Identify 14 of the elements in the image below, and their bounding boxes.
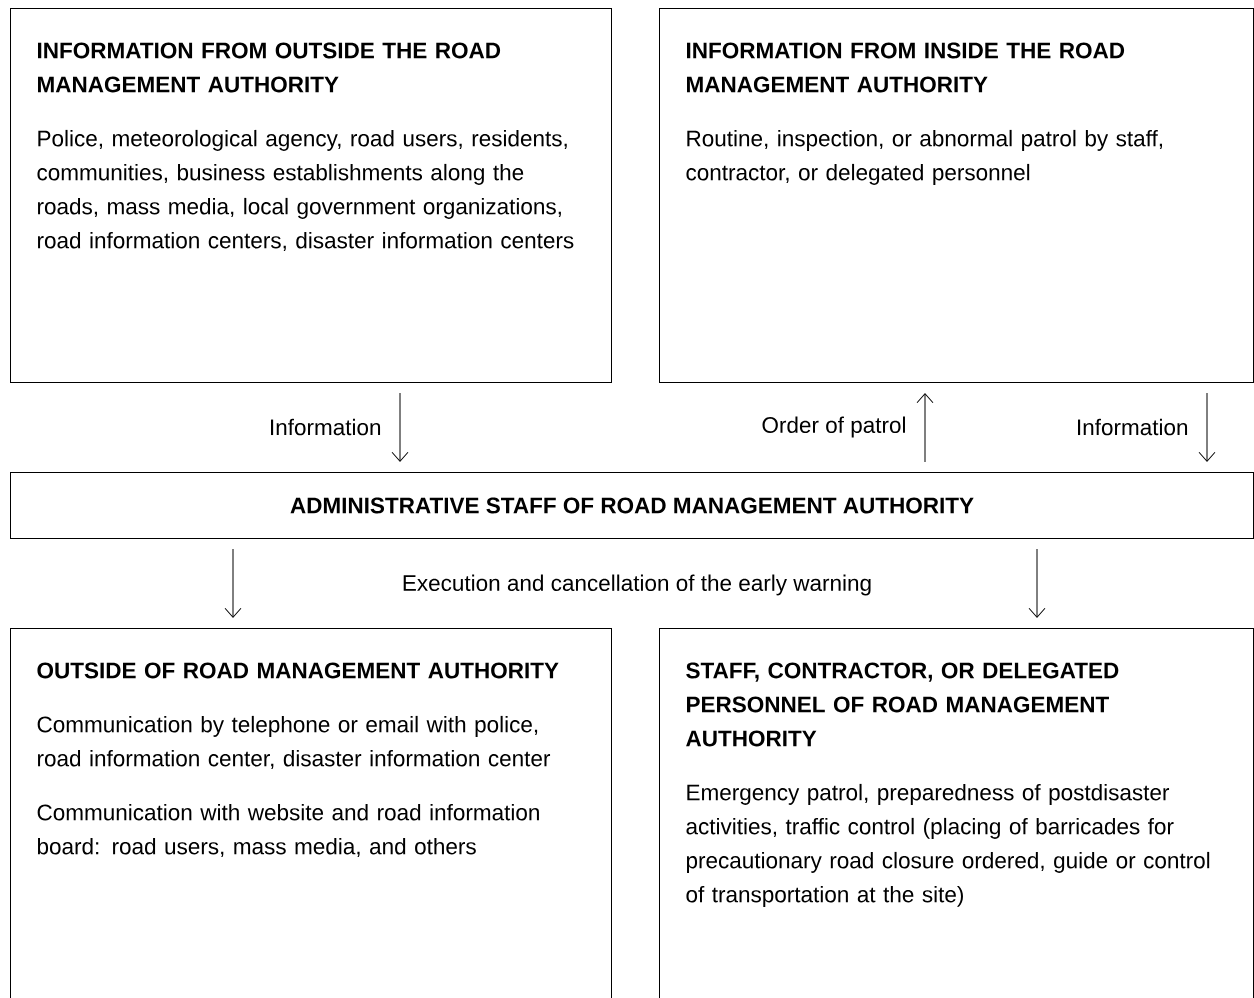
edge-label: Information	[266, 416, 384, 438]
info-box: INFORMATION FROM OUTSIDE THE ROAD MANAGEMENT AUTHORITY Police, meteorological agency, road users, residents, communities, business establishments along the roads, mass media, local government organizations, road information centers, disaster information centers	[10, 8, 612, 383]
info-box: STAFF, CONTRACTOR, OR DELEGATED PERSONNEL OF ROAD MANAGEMENT AUTHORITY Emergency patrol, preparedness of postdisaster activities, traffic control (placing of barricades for precautionary road closure ordered, guide or control of transportation at the site)	[659, 628, 1254, 998]
edge-label: Information	[1073, 416, 1191, 438]
arrow	[1198, 392, 1216, 462]
arrow	[916, 393, 934, 463]
arrow	[224, 548, 242, 618]
header-band: ADMINISTRATIVE STAFF OF ROAD MANAGEMENT AUTHORITY	[10, 472, 1254, 539]
arrow	[1028, 548, 1046, 618]
info-box: OUTSIDE OF ROAD MANAGEMENT AUTHORITY Communication by telephone or email with police, road information center, disaster information center Communication with website and road information board: road users, mass media, and others	[10, 628, 612, 998]
edge-label: Order of patrol	[759, 414, 909, 440]
flow-label: Execution and cancellation of the early warning	[403, 574, 871, 596]
info-box: INFORMATION FROM INSIDE THE ROAD MANAGEMENT AUTHORITY Routine, inspection, or abnormal patrol by staff, contractor, or delegated personnel	[659, 8, 1254, 383]
arrow	[391, 392, 409, 462]
